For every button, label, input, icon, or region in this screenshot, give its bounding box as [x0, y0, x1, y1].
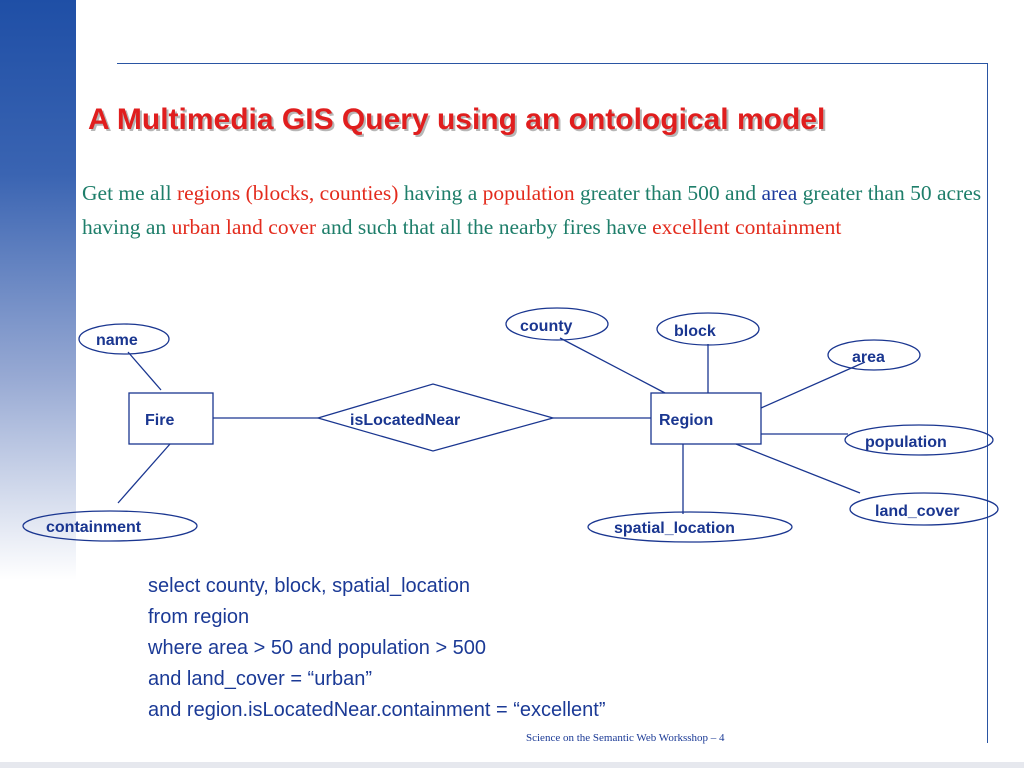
attr-land-cover-ellipse	[849, 492, 999, 526]
attr-population-label: population	[865, 434, 947, 451]
query-description: Get me all regions (blocks, counties) ha…	[82, 176, 982, 244]
side-gradient-bar	[0, 0, 76, 580]
query-text-segment: having a	[398, 181, 483, 205]
query-line: and land_cover = “urban”	[148, 668, 373, 690]
attr-spatial-location-ellipse	[587, 511, 793, 543]
query-line: from region	[148, 606, 250, 628]
query-highlight-segment: excellent containment	[652, 215, 842, 239]
edge-fire-containment	[117, 443, 171, 504]
query-highlight-segment: regions (blocks, counties)	[176, 181, 399, 205]
relationship-label: isLocatedNear	[350, 412, 460, 429]
query-highlight-segment: population	[482, 181, 575, 205]
query-text-segment: Get me all	[82, 181, 177, 205]
attr-area-ellipse	[827, 339, 921, 371]
query-line: where area > 50 and population > 500	[148, 637, 487, 659]
query-line: select county, block, spatial_location	[148, 575, 471, 597]
sql-query: select county, block, spatial_location f…	[148, 571, 606, 726]
edge-region-area	[760, 361, 866, 409]
entity-region-label: Region	[659, 412, 713, 429]
attr-name-label: name	[96, 332, 138, 349]
frame-right-line	[987, 63, 988, 743]
query-line: and region.isLocatedNear.containment = “…	[148, 699, 606, 721]
attr-county-label: county	[520, 318, 573, 335]
attr-spatial-location-label: spatial_location	[614, 520, 735, 537]
attr-containment-label: containment	[46, 519, 142, 536]
edge-region-county	[559, 337, 666, 394]
slide-footer: Science on the Semantic Web Worksshop – …	[526, 732, 725, 744]
attr-area-label: area	[852, 349, 885, 366]
frame-top-line	[117, 63, 988, 64]
query-text-segment: greater than 500 and	[574, 181, 762, 205]
attr-block-label: block	[674, 323, 716, 340]
entity-region-box	[650, 392, 762, 445]
attr-county-ellipse	[505, 307, 609, 341]
attr-containment-ellipse	[22, 510, 198, 542]
edge-fire-name	[127, 351, 162, 391]
entity-fire-label: Fire	[145, 412, 174, 429]
edge-region-land-cover	[735, 443, 861, 494]
bottom-band	[0, 762, 1024, 768]
attr-name-ellipse	[78, 323, 170, 355]
attr-population-ellipse	[844, 424, 994, 456]
attr-block-ellipse	[656, 312, 760, 346]
query-highlight-segment: urban land cover	[171, 215, 317, 239]
entity-fire-box	[128, 392, 214, 445]
attr-land-cover-label: land_cover	[875, 503, 959, 520]
query-highlight-segment: area	[761, 181, 798, 205]
slide-title: A Multimedia GIS Query using an ontologi…	[88, 103, 826, 136]
query-text-segment: and such that all the nearby fires have	[316, 215, 653, 239]
query-text-segment: greater than 50 acres having an	[82, 181, 982, 239]
relationship-diamond	[315, 383, 556, 452]
